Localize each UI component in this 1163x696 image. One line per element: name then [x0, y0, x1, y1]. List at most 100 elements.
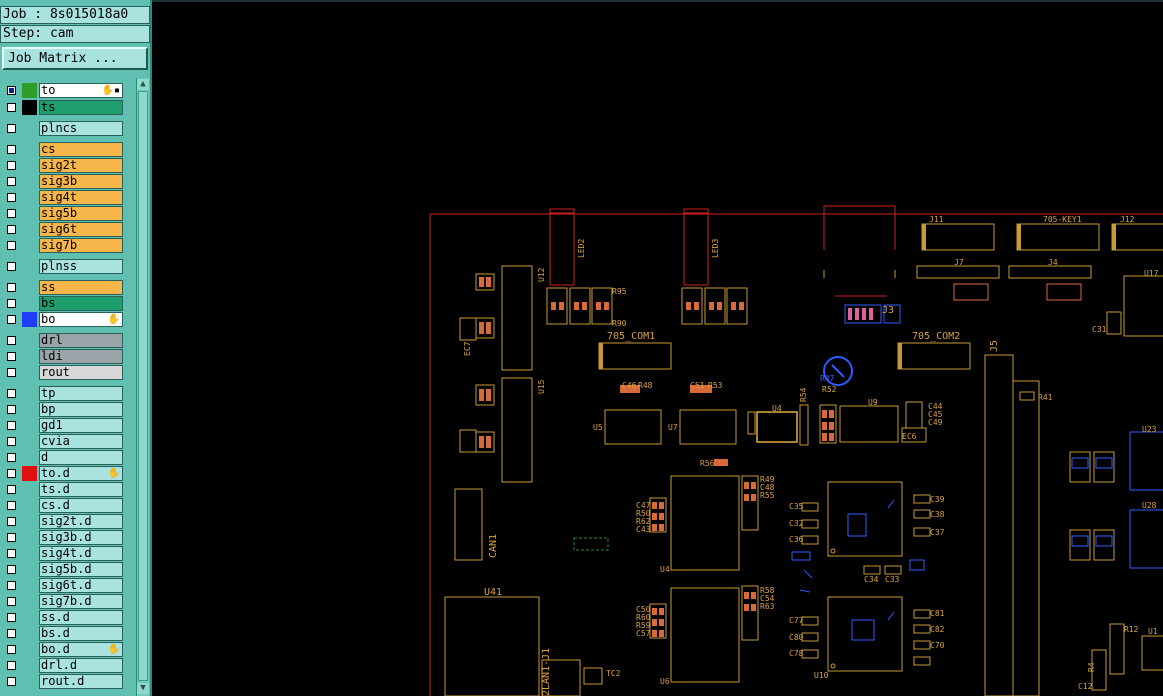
- layer-color-indicator[interactable]: [22, 434, 37, 449]
- layer-color-indicator[interactable]: [22, 259, 37, 274]
- layer-checkbox[interactable]: [7, 613, 16, 622]
- layer-name[interactable]: sig2t.d: [39, 514, 123, 529]
- layer-color-indicator[interactable]: [22, 349, 37, 364]
- layer-row[interactable]: plnss: [3, 259, 123, 274]
- layer-row[interactable]: d: [3, 450, 123, 465]
- layer-name[interactable]: sig7b: [39, 238, 123, 253]
- layer-color-indicator[interactable]: [22, 365, 37, 380]
- layer-row[interactable]: sig2t: [3, 158, 123, 173]
- layer-name[interactable]: sig2t: [39, 158, 123, 173]
- layer-checkbox[interactable]: [7, 368, 16, 377]
- layer-color-indicator[interactable]: [22, 158, 37, 173]
- layer-color-indicator[interactable]: [22, 174, 37, 189]
- layer-row[interactable]: bo.d✋: [3, 642, 123, 657]
- layer-color-indicator[interactable]: [22, 312, 37, 327]
- layer-checkbox[interactable]: [7, 485, 16, 494]
- layer-row[interactable]: sig6t.d: [3, 578, 123, 593]
- layer-name[interactable]: plncs: [39, 121, 123, 136]
- layer-color-indicator[interactable]: [22, 333, 37, 348]
- up-arrow-icon[interactable]: ▲: [137, 79, 149, 90]
- layer-checkbox[interactable]: [7, 405, 16, 414]
- layer-color-indicator[interactable]: [22, 83, 37, 98]
- layer-color-indicator[interactable]: [22, 190, 37, 205]
- layer-checkbox[interactable]: [7, 549, 16, 558]
- scrollbar-thumb[interactable]: [138, 91, 148, 681]
- layer-name[interactable]: tp: [39, 386, 123, 401]
- layer-row[interactable]: cs: [3, 142, 123, 157]
- layer-checkbox[interactable]: [7, 629, 16, 638]
- layer-row[interactable]: tp: [3, 386, 123, 401]
- layer-checkbox[interactable]: [7, 421, 16, 430]
- layer-color-indicator[interactable]: [22, 142, 37, 157]
- layer-checkbox[interactable]: [7, 124, 16, 133]
- layer-name[interactable]: cs.d: [39, 498, 123, 513]
- layer-color-indicator[interactable]: [22, 450, 37, 465]
- layer-checkbox[interactable]: [7, 501, 16, 510]
- layer-checkbox[interactable]: [7, 453, 16, 462]
- layer-row[interactable]: sig7b.d: [3, 594, 123, 609]
- layer-checkbox[interactable]: [7, 469, 16, 478]
- layer-checkbox[interactable]: [7, 315, 16, 324]
- layer-name[interactable]: to.d✋: [39, 466, 123, 481]
- layer-checkbox[interactable]: [7, 437, 16, 446]
- layer-row[interactable]: bo✋: [3, 312, 123, 327]
- layer-checkbox[interactable]: [7, 581, 16, 590]
- layer-color-indicator[interactable]: [22, 674, 37, 689]
- layer-color-indicator[interactable]: [22, 610, 37, 625]
- layer-row[interactable]: drl: [3, 333, 123, 348]
- layer-name[interactable]: ldi: [39, 349, 123, 364]
- layer-name[interactable]: rout: [39, 365, 123, 380]
- layer-color-indicator[interactable]: [22, 658, 37, 673]
- layer-checkbox[interactable]: [7, 225, 16, 234]
- layer-name[interactable]: to✋▪: [39, 83, 123, 98]
- layer-checkbox[interactable]: [7, 145, 16, 154]
- layer-checkbox[interactable]: [7, 597, 16, 606]
- layer-row[interactable]: to✋▪: [3, 83, 123, 98]
- layer-row[interactable]: bs: [3, 296, 123, 311]
- layer-name[interactable]: drl: [39, 333, 123, 348]
- layer-checkbox[interactable]: [7, 299, 16, 308]
- layer-color-indicator[interactable]: [22, 206, 37, 221]
- layer-color-indicator[interactable]: [22, 402, 37, 417]
- layer-color-indicator[interactable]: [22, 626, 37, 641]
- layer-color-indicator[interactable]: [22, 280, 37, 295]
- layer-name[interactable]: ts.d: [39, 482, 123, 497]
- layer-checkbox[interactable]: [7, 209, 16, 218]
- layer-name[interactable]: ss: [39, 280, 123, 295]
- layer-checkbox[interactable]: [7, 336, 16, 345]
- layer-row[interactable]: sig2t.d: [3, 514, 123, 529]
- layer-color-indicator[interactable]: [22, 642, 37, 657]
- layer-name[interactable]: sig6t: [39, 222, 123, 237]
- layer-row[interactable]: ss.d: [3, 610, 123, 625]
- layer-row[interactable]: to.d✋: [3, 466, 123, 481]
- layer-row[interactable]: sig7b: [3, 238, 123, 253]
- layer-color-indicator[interactable]: [22, 466, 37, 481]
- layer-name[interactable]: rout.d: [39, 674, 123, 689]
- layer-name[interactable]: sig6t.d: [39, 578, 123, 593]
- layer-name[interactable]: bo.d✋: [39, 642, 123, 657]
- layer-color-indicator[interactable]: [22, 222, 37, 237]
- layer-name[interactable]: ts: [39, 100, 123, 115]
- layer-color-indicator[interactable]: [22, 530, 37, 545]
- layer-row[interactable]: ldi: [3, 349, 123, 364]
- layer-row[interactable]: rout: [3, 365, 123, 380]
- layer-name[interactable]: bp: [39, 402, 123, 417]
- layer-checkbox[interactable]: [7, 517, 16, 526]
- down-arrow-icon[interactable]: ▼: [137, 683, 149, 694]
- layer-name[interactable]: d: [39, 450, 123, 465]
- layer-row[interactable]: sig5b: [3, 206, 123, 221]
- layer-checkbox[interactable]: [7, 262, 16, 271]
- layer-row[interactable]: bp: [3, 402, 123, 417]
- layer-row[interactable]: sig3b: [3, 174, 123, 189]
- layer-checkbox[interactable]: [7, 565, 16, 574]
- layer-color-indicator[interactable]: [22, 546, 37, 561]
- layer-color-indicator[interactable]: [22, 514, 37, 529]
- layer-name[interactable]: sig5b.d: [39, 562, 123, 577]
- layer-color-indicator[interactable]: [22, 594, 37, 609]
- layer-color-indicator[interactable]: [22, 578, 37, 593]
- layer-name[interactable]: sig4t.d: [39, 546, 123, 561]
- layer-checkbox[interactable]: [7, 86, 16, 95]
- layer-name[interactable]: cs: [39, 142, 123, 157]
- layer-name[interactable]: sig3b: [39, 174, 123, 189]
- layer-name[interactable]: bs: [39, 296, 123, 311]
